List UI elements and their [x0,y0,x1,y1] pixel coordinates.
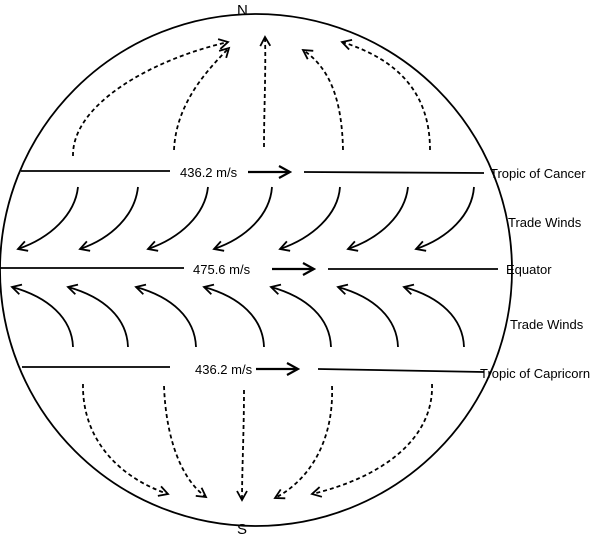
tropic-of-capricorn-label: Tropic of Capricorn [480,366,590,381]
trade-arrow-n-2 [78,186,139,252]
south-dashed-arrow-5 [310,383,433,498]
trade-arrow-n-4 [212,186,273,252]
tropic-of-cancer-label: Tropic of Cancer [490,166,586,181]
south-dashed-arrow-2 [163,385,208,499]
trade-arrow-n-6 [346,186,409,252]
trade-arrow-s-6 [336,283,399,348]
trade-arrow-s-7 [402,283,465,348]
speed-label-cancer: 436.2 m/s [180,165,238,180]
tropic-of-cancer-line [21,170,485,174]
speed-label-equator: 475.6 m/s [193,262,251,277]
northern-trade-wind-arrows [16,186,475,252]
equator-label: Equator [506,262,552,277]
globe-outline [0,13,513,527]
trade-arrow-s-5 [269,283,332,348]
north-dashed-arrow-5 [340,39,431,151]
north-dashed-arrow-4 [301,48,344,151]
northern-polar-wind-arrows [72,35,431,157]
north-dashed-arrow-2 [173,46,231,151]
trade-winds-north-label: Trade Winds [508,215,582,230]
trade-arrow-n-3 [146,186,209,252]
north-pole-label: N [237,2,248,19]
tropic-of-capricorn-line [22,366,485,373]
equator-line [0,267,498,270]
south-dashed-arrow-4 [273,385,333,500]
trade-arrow-s-3 [134,283,197,348]
southern-polar-wind-arrows [82,383,433,502]
south-dashed-arrow-1 [82,383,170,497]
north-dashed-arrow-3 [259,35,272,148]
trade-arrow-s-2 [66,283,129,348]
southern-trade-wind-arrows [10,283,465,348]
trade-arrow-s-1 [10,283,74,348]
trade-arrow-n-7 [414,186,475,252]
trade-arrow-s-4 [202,283,265,348]
south-dashed-arrow-3 [236,389,248,502]
speed-label-capricorn: 436.2 m/s [195,362,253,377]
north-dashed-arrow-1 [72,38,230,157]
trade-winds-south-label: Trade Winds [510,317,584,332]
south-pole-label: S [237,521,247,538]
trade-arrow-n-5 [278,186,341,252]
trade-arrow-n-1 [16,186,79,252]
